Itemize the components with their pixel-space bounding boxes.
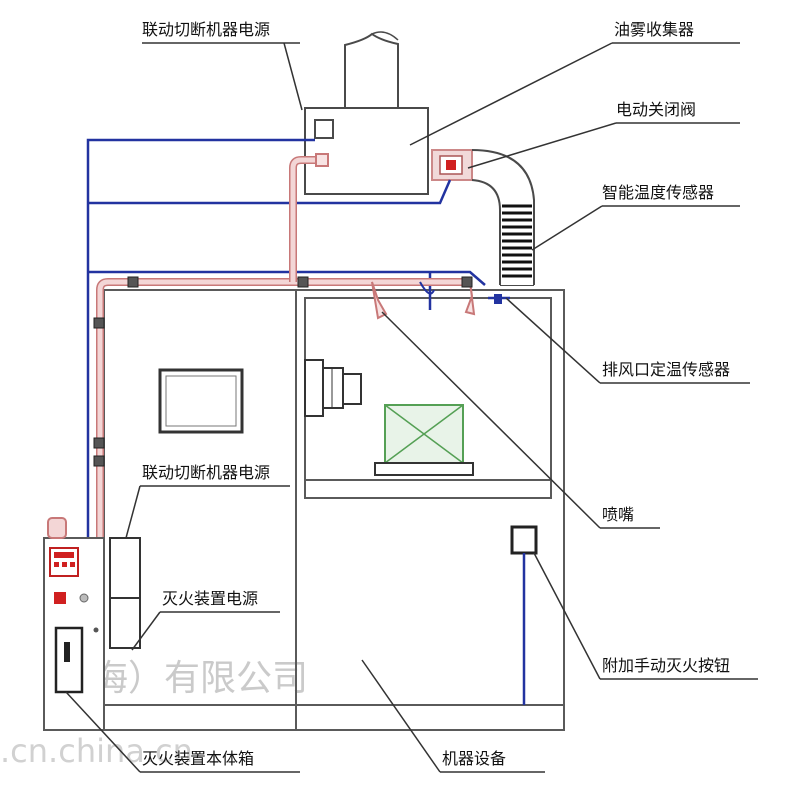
label-machine-equipment: 机器设备 (442, 749, 506, 768)
label-interlock-power-left: 联动切断机器电源 (142, 463, 270, 482)
label-interlock-power-top: 联动切断机器电源 (142, 20, 270, 39)
label-smart-temp-sensor: 智能温度传感器 (602, 183, 714, 202)
label-manual-button: 附加手动灭火按钮 (602, 656, 730, 675)
pipe-clamps (93, 276, 473, 467)
collector-power-box (314, 119, 334, 139)
machine-spindle (304, 359, 362, 417)
oil-mist-collector (304, 31, 429, 195)
label-exhaust-temp-sensor: 排风口定温传感器 (602, 360, 730, 379)
machine-table (374, 462, 474, 476)
leader-lines (65, 42, 758, 773)
electric-shutoff-valve (431, 149, 473, 181)
label-extinguisher-power: 灭火装置电源 (162, 589, 258, 608)
interlock-power-module (109, 537, 141, 649)
control-panel-screen (158, 368, 244, 434)
extinguisher-cabinet (43, 517, 105, 731)
nozzle-right (464, 281, 476, 316)
smart-temp-sensor (501, 200, 533, 285)
cabinet-red-button (54, 592, 66, 604)
collector-nozzle (315, 153, 329, 167)
label-oil-mist-collector: 油雾收集器 (614, 20, 694, 39)
nozzle-left (371, 281, 388, 320)
label-extinguisher-cabinet: 灭火装置本体箱 (142, 749, 254, 768)
workpiece (374, 404, 474, 476)
label-nozzle: 喷嘴 (602, 505, 634, 524)
watermark-site: .cn.china.cn (0, 732, 193, 770)
valve-indicator (446, 160, 456, 170)
agent-pipe (96, 156, 470, 545)
manual-extinguish-button (510, 525, 538, 705)
exhaust-stack (344, 32, 399, 108)
exhaust-temp-sensor (419, 281, 502, 304)
label-electric-shutoff-valve: 电动关闭阀 (616, 100, 696, 119)
